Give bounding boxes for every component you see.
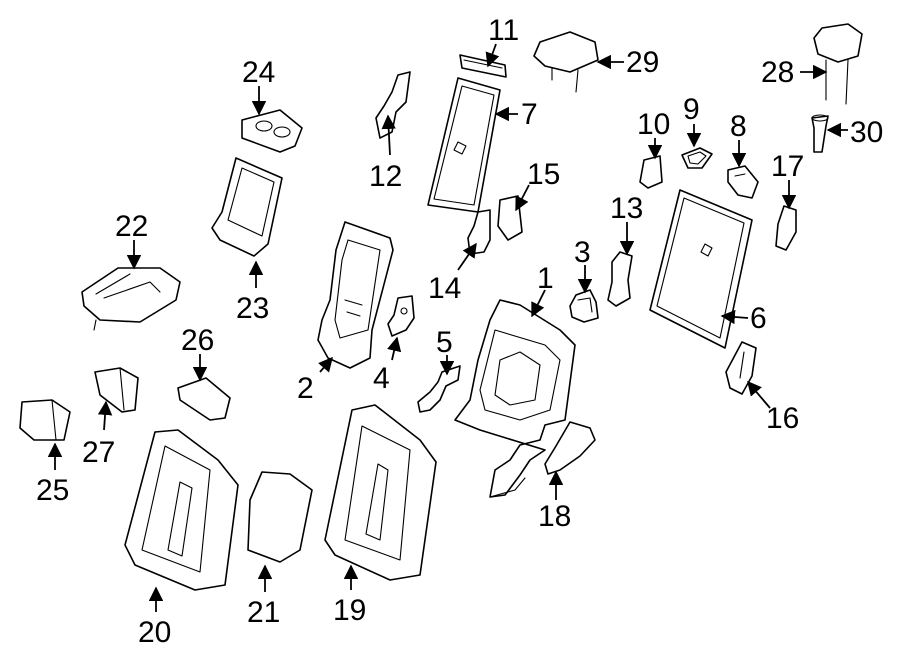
callout-8: 8 bbox=[730, 110, 747, 168]
callout-number: 8 bbox=[730, 110, 747, 143]
callout-number: 15 bbox=[527, 158, 560, 191]
part-26-bolster bbox=[177, 377, 231, 421]
callout-18: 18 bbox=[538, 470, 571, 533]
part-11-top-trim bbox=[459, 54, 507, 78]
part-19-backrest-cover bbox=[324, 404, 437, 581]
callout-15: 15 bbox=[515, 158, 560, 212]
callout-13: 13 bbox=[610, 192, 643, 256]
callout-19: 19 bbox=[333, 564, 366, 627]
callout-7: 7 bbox=[494, 98, 538, 131]
callout-number: 23 bbox=[236, 292, 269, 325]
part-24-cupholder bbox=[241, 109, 303, 153]
callout-number: 3 bbox=[574, 236, 591, 269]
part-5-hinge bbox=[417, 365, 461, 413]
callout-27: 27 bbox=[82, 400, 115, 469]
part-22-armrest bbox=[81, 267, 181, 331]
callout-number: 12 bbox=[369, 160, 402, 193]
part-2-backrest-frame bbox=[317, 221, 394, 369]
callout-24: 24 bbox=[242, 56, 275, 116]
callout-16: 16 bbox=[747, 380, 799, 435]
part-13-side-bracket bbox=[607, 251, 633, 307]
callout-28: 28 bbox=[761, 56, 828, 89]
part-18-side-cover bbox=[544, 421, 596, 475]
callout-21: 21 bbox=[247, 564, 280, 629]
callout-number: 22 bbox=[115, 210, 148, 243]
callout-number: 19 bbox=[333, 594, 366, 627]
callout-3: 3 bbox=[574, 236, 593, 294]
callout-number: 26 bbox=[181, 324, 214, 357]
part-4-bracket bbox=[387, 295, 415, 337]
callout-number: 1 bbox=[537, 262, 554, 295]
callout-number: 28 bbox=[761, 56, 794, 89]
callout-17: 17 bbox=[771, 150, 804, 210]
callout-2: 2 bbox=[297, 356, 333, 405]
callout-number: 25 bbox=[36, 474, 69, 507]
callout-number: 6 bbox=[750, 302, 767, 335]
part-6-backrest-board bbox=[649, 189, 753, 349]
part-1-backrest-frame bbox=[454, 299, 576, 498]
callout-4: 4 bbox=[373, 336, 402, 395]
callout-29: 29 bbox=[596, 46, 659, 79]
callout-number: 17 bbox=[771, 150, 804, 183]
callout-number: 10 bbox=[637, 108, 670, 141]
callout-number: 18 bbox=[538, 500, 571, 533]
callout-number: 21 bbox=[247, 596, 280, 629]
part-3-latch bbox=[569, 289, 599, 323]
callout-number: 14 bbox=[428, 272, 461, 305]
part-21-cover-panel bbox=[247, 471, 313, 563]
part-10-trim bbox=[639, 155, 663, 189]
callout-14: 14 bbox=[428, 242, 477, 305]
callout-number: 11 bbox=[488, 14, 519, 47]
part-7-backrest-board bbox=[427, 77, 501, 213]
callout-number: 30 bbox=[850, 116, 883, 149]
part-27-trim bbox=[94, 367, 139, 413]
callout-number: 9 bbox=[683, 93, 700, 126]
callout-number: 7 bbox=[521, 98, 538, 131]
part-17-guide bbox=[775, 205, 797, 251]
callout-11: 11 bbox=[485, 14, 519, 68]
callout-number: 24 bbox=[242, 56, 275, 89]
part-14-side-bracket bbox=[467, 209, 491, 255]
part-12-side-bracket bbox=[375, 71, 411, 139]
callout-number: 13 bbox=[610, 192, 643, 225]
callout-number: 20 bbox=[138, 616, 171, 649]
part-9-cap bbox=[681, 147, 713, 169]
part-20-backrest-cover bbox=[124, 429, 239, 591]
part-23-armrest-frame bbox=[211, 157, 283, 257]
part-25-bolster bbox=[19, 399, 71, 441]
callout-number: 2 bbox=[297, 372, 314, 405]
part-30-guide-sleeve bbox=[811, 114, 829, 153]
callout-23: 23 bbox=[236, 260, 269, 325]
callout-5: 5 bbox=[436, 326, 455, 376]
callout-number: 27 bbox=[82, 436, 115, 469]
part-15-clip bbox=[497, 195, 523, 241]
part-29-headrest bbox=[533, 31, 599, 93]
callout-number: 16 bbox=[766, 402, 799, 435]
callout-9: 9 bbox=[683, 93, 702, 148]
callout-30: 30 bbox=[826, 116, 883, 149]
callout-number: 5 bbox=[436, 326, 453, 359]
callout-number: 4 bbox=[373, 362, 390, 395]
callout-6: 6 bbox=[720, 302, 767, 335]
callout-number: 29 bbox=[626, 46, 659, 79]
part-8-clip bbox=[727, 165, 759, 199]
callout-26: 26 bbox=[181, 324, 214, 382]
callout-22: 22 bbox=[115, 210, 148, 270]
callout-20: 20 bbox=[138, 586, 171, 649]
callouts: 1 2 3 4 5 6 7 8 bbox=[36, 14, 883, 649]
callout-10: 10 bbox=[637, 108, 670, 160]
part-28-headrest bbox=[813, 23, 863, 105]
callout-1: 1 bbox=[531, 262, 554, 318]
callout-12: 12 bbox=[369, 114, 402, 193]
callout-25: 25 bbox=[36, 442, 69, 507]
